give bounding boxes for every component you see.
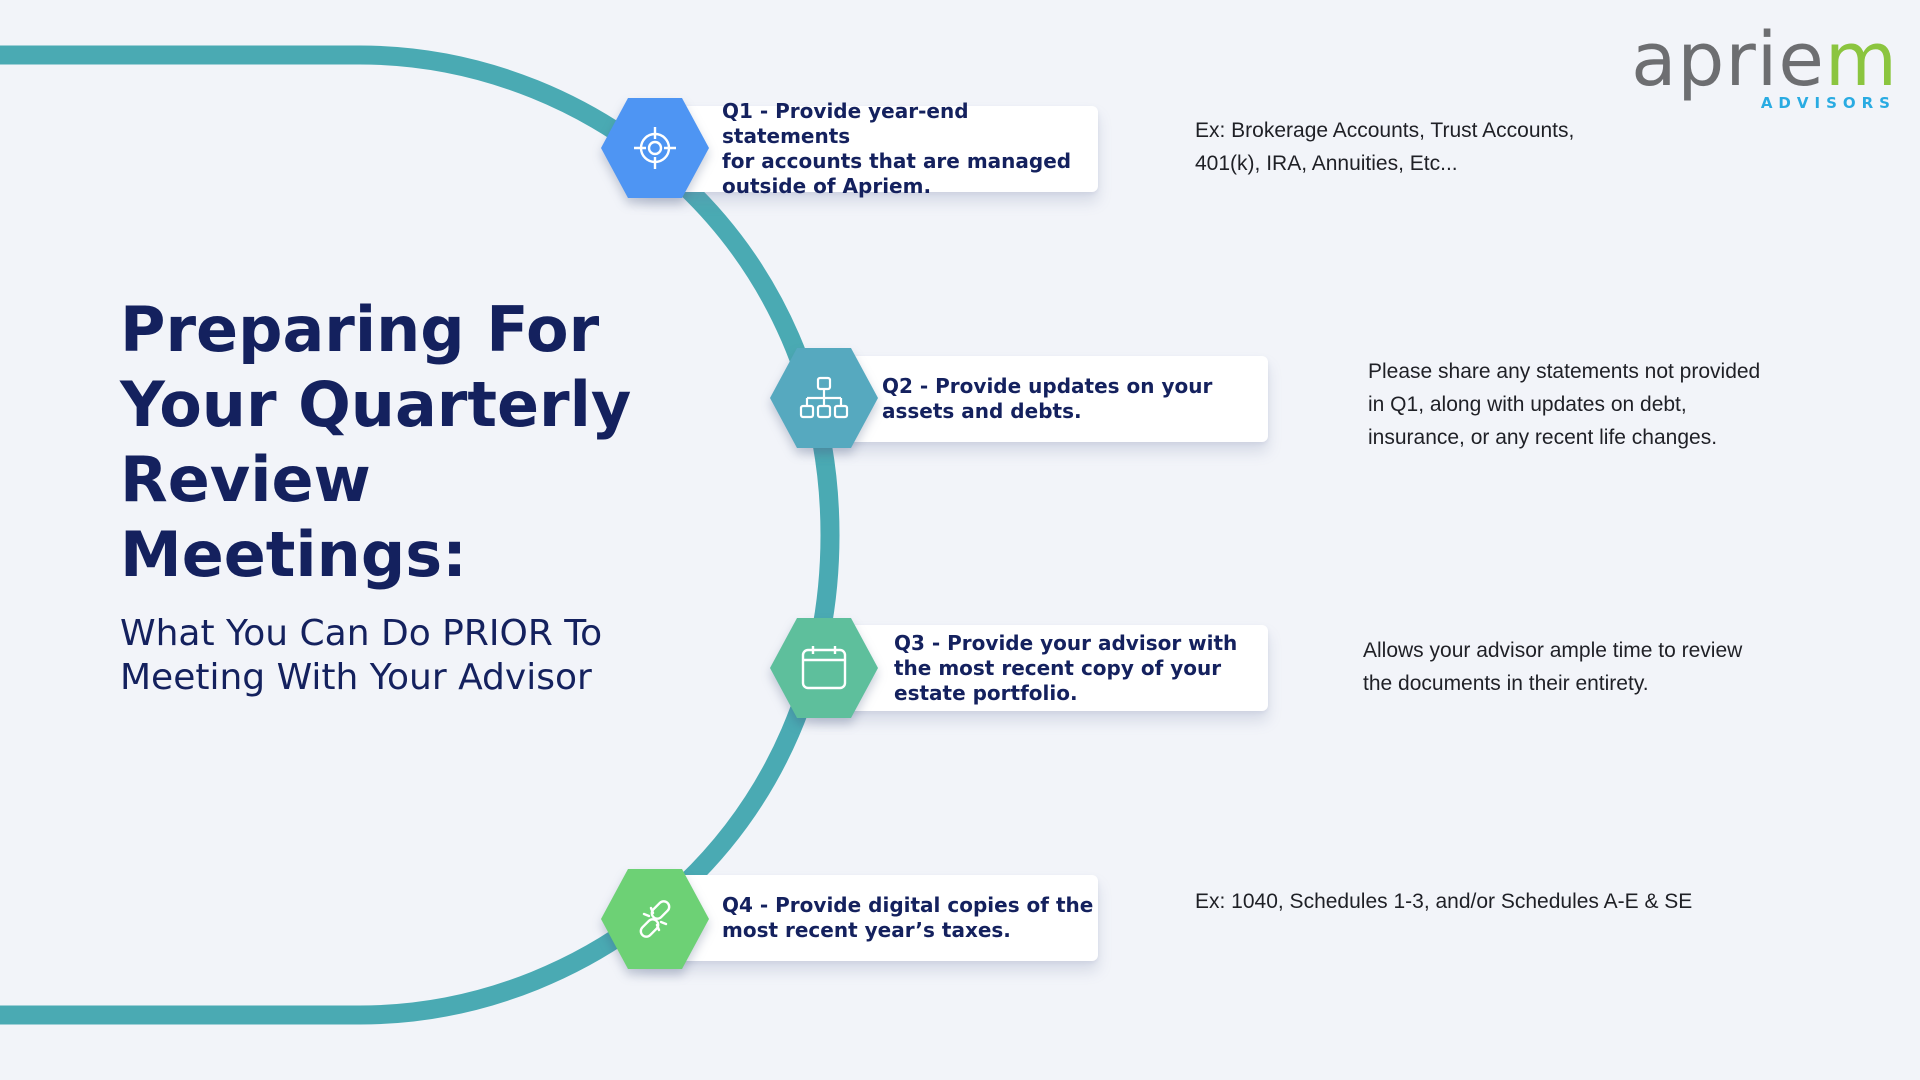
- logo-subtitle: ADVISORS: [1760, 94, 1896, 112]
- step-card-q2: Q2 - Provide updates on your assets and …: [808, 356, 1268, 442]
- step-label-q1: Q1 - Provide year-end statements for acc…: [722, 99, 1072, 198]
- calendar-icon: [801, 646, 847, 690]
- step-note-q2: Please share any statements not provided…: [1368, 360, 1761, 449]
- target-icon: [634, 127, 676, 169]
- step-card-q4: Q4 - Provide digital copies of the most …: [640, 875, 1098, 961]
- step-note-q3: Allows your advisor ample time to review…: [1363, 639, 1743, 695]
- step-note-q4: Ex: 1040, Schedules 1-3, and/or Schedule…: [1195, 890, 1693, 913]
- step-label-q3: Q3 - Provide your advisor with the most …: [894, 630, 1238, 705]
- step-note-q1: Ex: Brokerage Accounts, Trust Accounts, …: [1195, 119, 1575, 175]
- step-badge-q1: [601, 98, 709, 198]
- step-card-q3: Q3 - Provide your advisor with the most …: [808, 625, 1268, 711]
- step-label-q2: Q2 - Provide updates on your assets and …: [882, 374, 1213, 423]
- apriem-logo: apriem ADVISORS: [1608, 20, 1898, 112]
- link-icon: [639, 900, 671, 938]
- page-subtitle: What You Can Do PRIOR To Meeting With Yo…: [120, 613, 603, 698]
- step-card-q1: Q1 - Provide year-end statements for acc…: [640, 99, 1098, 198]
- step-badge-q3: [770, 618, 878, 718]
- logo-wordmark: apriem: [1631, 17, 1898, 103]
- step-label-q4: Q4 - Provide digital copies of the most …: [722, 893, 1094, 942]
- step-badge-q4: [601, 869, 709, 969]
- page-title: Preparing For Your Quarterly Review Meet…: [120, 293, 632, 591]
- hierarchy-icon: [799, 376, 849, 419]
- step-badge-q2: [770, 348, 878, 448]
